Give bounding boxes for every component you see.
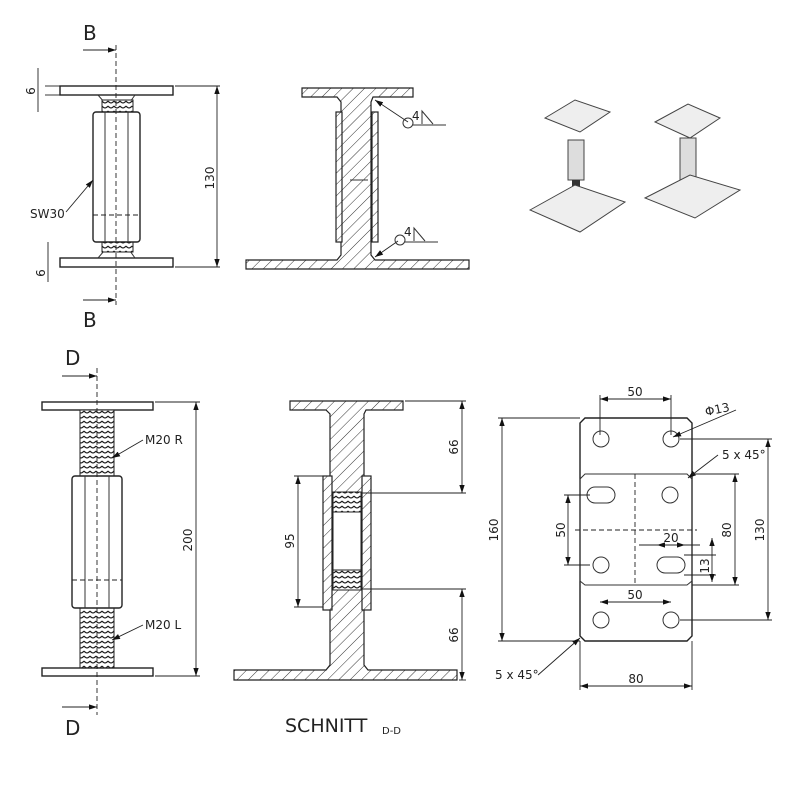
- dim-outer-hole-spacing: 130: [753, 519, 767, 542]
- thread-right-label: M20 R: [145, 433, 183, 447]
- dim-nut-length: 95: [283, 533, 297, 548]
- dim-slot-length: 20: [663, 531, 678, 545]
- hex-nut: [92, 111, 141, 243]
- section-b: 4 4: [245, 87, 470, 270]
- plate-plan: 50 Φ13 5 x 45° 160 130 80 50 20 13 50 80…: [487, 385, 772, 690]
- dim-inner-hole-spacing-h: 50: [627, 588, 642, 602]
- wrench-size-label: SW30: [30, 207, 65, 221]
- top-plate: [41, 401, 154, 411]
- bottom-plate: [41, 667, 154, 677]
- weld-size-top: 4: [412, 109, 420, 123]
- section-label-d-top: D: [65, 346, 80, 370]
- chamfer-bottom-label: 5 x 45°: [495, 668, 539, 682]
- dim-plate-width: 80: [628, 672, 643, 686]
- thread-top: [101, 99, 134, 113]
- chamfer-top-label: 5 x 45°: [722, 448, 766, 462]
- dim-height-200: 200: [181, 529, 195, 552]
- weld-size-bottom: 4: [404, 225, 412, 239]
- dim-bottom-length: 66: [447, 627, 461, 642]
- isometric-views: [528, 99, 742, 233]
- section-title-sub: D-D: [382, 726, 401, 737]
- dim-slot-width: 13: [698, 558, 712, 573]
- dim-hole-spacing-top: 50: [627, 385, 642, 399]
- dim-plate-thickness-top: 6: [24, 87, 38, 95]
- hole-diameter-label: Φ13: [704, 400, 731, 419]
- section-d: 66 95 66 SCHNITT D-D: [233, 400, 466, 737]
- bottom-plate: [59, 257, 174, 268]
- view-b: B B 130 6 6 SW30: [24, 21, 220, 332]
- view-d: D D M20 R M20 L 200: [41, 346, 200, 740]
- dim-top-length: 66: [447, 439, 461, 454]
- base-plate: [579, 417, 693, 642]
- dim-plate-length: 160: [487, 519, 501, 542]
- dim-height-130: 130: [203, 167, 217, 190]
- thread-left-label: M20 L: [145, 618, 181, 632]
- dim-plate-thickness-bottom: 6: [34, 269, 48, 277]
- section-title: SCHNITT: [285, 715, 368, 737]
- dim-inner-plate-length: 80: [720, 522, 734, 537]
- top-plate: [59, 85, 174, 96]
- section-label-b-top: B: [83, 21, 97, 45]
- section-label-b-bottom: B: [83, 308, 97, 332]
- section-label-d-bottom: D: [65, 716, 80, 740]
- dim-inner-hole-spacing-v: 50: [554, 522, 568, 537]
